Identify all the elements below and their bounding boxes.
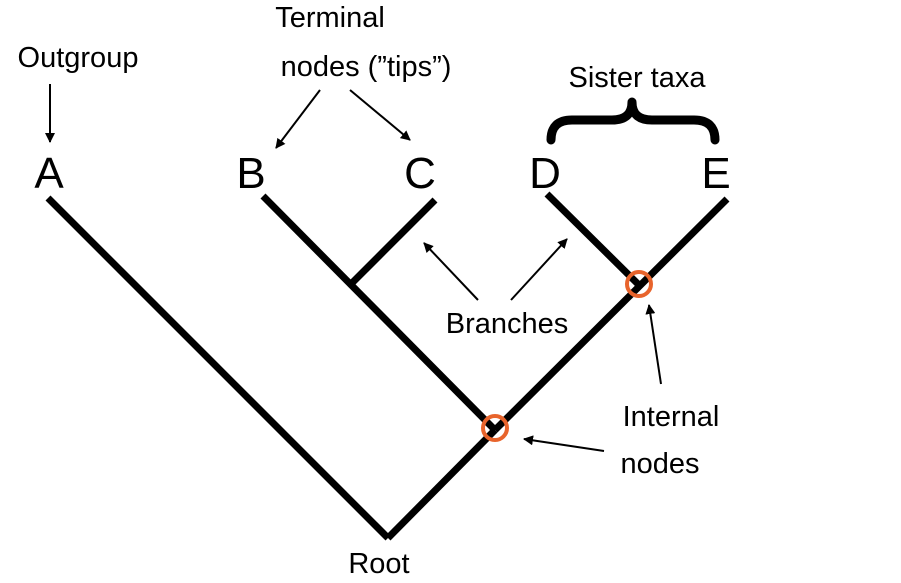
terminal-arrow-c: [349, 89, 411, 141]
outgroup-label: Outgroup: [18, 42, 139, 74]
sister-taxa-label: Sister taxa: [569, 62, 707, 94]
branch-bc-c: [349, 197, 438, 286]
root-label: Root: [348, 548, 409, 580]
tip-label-d: D: [529, 149, 561, 198]
terminal-nodes-label-line2: nodes (”tips”): [281, 51, 452, 83]
branches-arrow-d: [510, 238, 568, 301]
branch-node2-d: [544, 191, 643, 289]
branch-root-a: [45, 195, 391, 541]
branch-node1-b: [260, 193, 498, 433]
internal-node-marker-root-clade: [481, 414, 509, 442]
branch-node1-e: [492, 196, 730, 433]
branches-arrow-bc: [423, 242, 479, 301]
tip-label-c: C: [404, 149, 436, 198]
terminal-arrow-b: [275, 89, 321, 149]
internal-nodes-label-line2: nodes: [620, 448, 699, 480]
tip-label-a: A: [34, 149, 64, 198]
internal-node-marker-de: [625, 270, 653, 298]
branch-root-node1: [385, 427, 498, 541]
sister-taxa-bracket: [546, 97, 720, 145]
terminal-nodes-label-line1: Terminal: [275, 2, 385, 34]
internal-arrow-root-clade: [523, 435, 605, 452]
branches-label: Branches: [446, 308, 569, 340]
tree-branches: [45, 191, 730, 541]
tip-label-e: E: [701, 149, 730, 198]
tip-label-b: B: [236, 149, 265, 198]
annotation-arrows: [45, 84, 662, 452]
internal-arrow-de: [645, 304, 662, 385]
internal-nodes-label-line1: Internal: [623, 401, 720, 433]
